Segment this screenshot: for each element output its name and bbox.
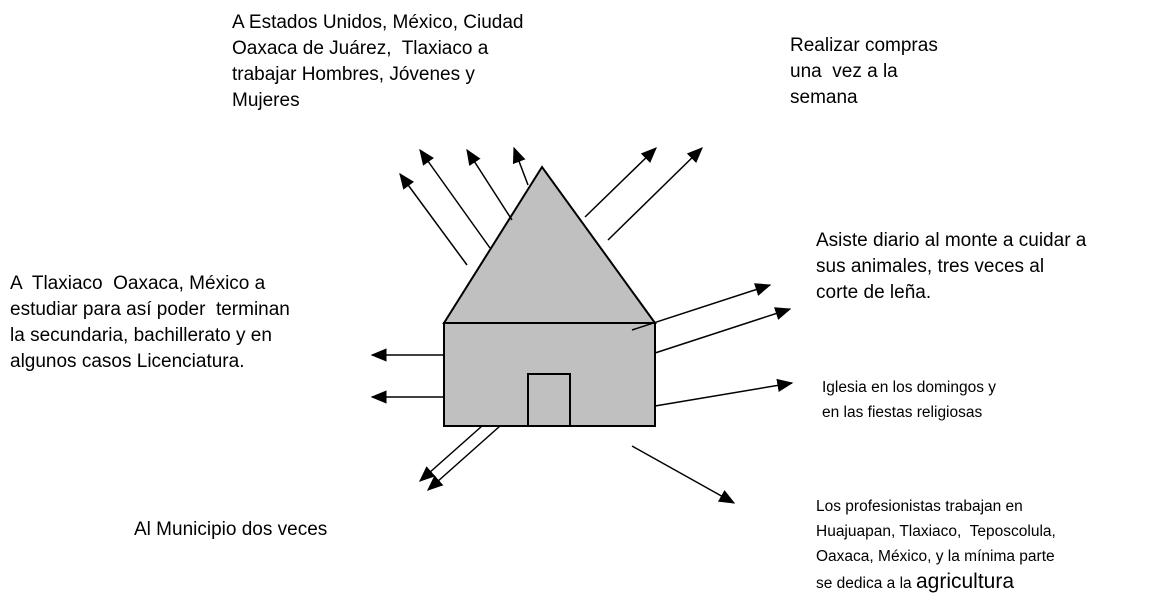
house-door	[527, 373, 571, 427]
label-municipio: Al Municipio dos veces	[134, 517, 327, 543]
arrow-up-right-2	[607, 147, 703, 241]
label-line: semana	[790, 87, 858, 108]
arrow-up-left-3	[466, 148, 513, 221]
label-line: Oaxaca de Juárez, Tlaxiaco a	[232, 38, 489, 59]
label-line: en las fiestas religiosas	[822, 404, 983, 421]
label-line: se dedica a la agricultura	[816, 569, 1056, 596]
label-line: Oaxaca, México, y la mínima parte	[816, 548, 1055, 565]
arrow-up-left-1	[399, 172, 468, 266]
label-line: Los profesionistas trabajan en	[816, 498, 1023, 515]
label-emphasis: agricultura	[915, 570, 1015, 593]
label-line: una vez a la	[790, 61, 898, 82]
arrow-right-1	[631, 283, 772, 331]
label-study: A Tlaxiaco Oaxaca, México a estudiar par…	[10, 271, 290, 375]
arrow-down-right	[631, 445, 736, 504]
label-line: Huajuapan, Tlaxiaco, Teposcolula,	[816, 523, 1056, 540]
label-shopping: Realizar compras una vez a la semana	[790, 33, 938, 111]
label-line: Iglesia en los domingos y	[822, 379, 997, 396]
label-line: trabajar Hombres, Jóvenes y	[232, 64, 475, 85]
label-line: A Estados Unidos, México, Ciudad	[232, 12, 524, 33]
label-line: Al Municipio dos veces	[134, 519, 328, 540]
label-line: sus animales, tres veces al	[816, 256, 1045, 277]
house-roof	[442, 165, 657, 324]
label-migration-work: A Estados Unidos, México, Ciudad Oaxaca …	[232, 10, 524, 114]
label-line: estudiar para así poder terminan	[10, 299, 290, 320]
arrow-right-church	[654, 378, 794, 407]
label-line: algunos casos Licenciatura.	[10, 351, 245, 372]
label-line: corte de leña.	[816, 282, 932, 303]
label-text: se dedica a la	[816, 575, 916, 592]
arrows	[370, 146, 794, 504]
arrow-up-right-1	[584, 147, 657, 218]
label-line: Asiste diario al monte a cuidar a	[816, 230, 1087, 251]
house	[442, 165, 657, 427]
label-line: la secundaria, bachillerato y en	[10, 325, 272, 346]
arrow-right-2	[654, 307, 792, 354]
arrow-down-left-2	[427, 425, 501, 491]
label-monte: Asiste diario al monte a cuidar a sus an…	[816, 228, 1086, 306]
label-line: Mujeres	[232, 90, 300, 111]
label-line: A Tlaxiaco Oaxaca, México a	[10, 273, 266, 294]
label-professionals: Los profesionistas trabajan en Huajuapan…	[816, 494, 1056, 596]
arrow-up-left-2	[419, 148, 491, 249]
arrow-down-left-1	[419, 425, 483, 482]
arrow-up-left-4	[512, 146, 529, 186]
label-church: Iglesia en los domingos y en las fiestas…	[822, 375, 996, 425]
label-line: Realizar compras	[790, 35, 938, 56]
